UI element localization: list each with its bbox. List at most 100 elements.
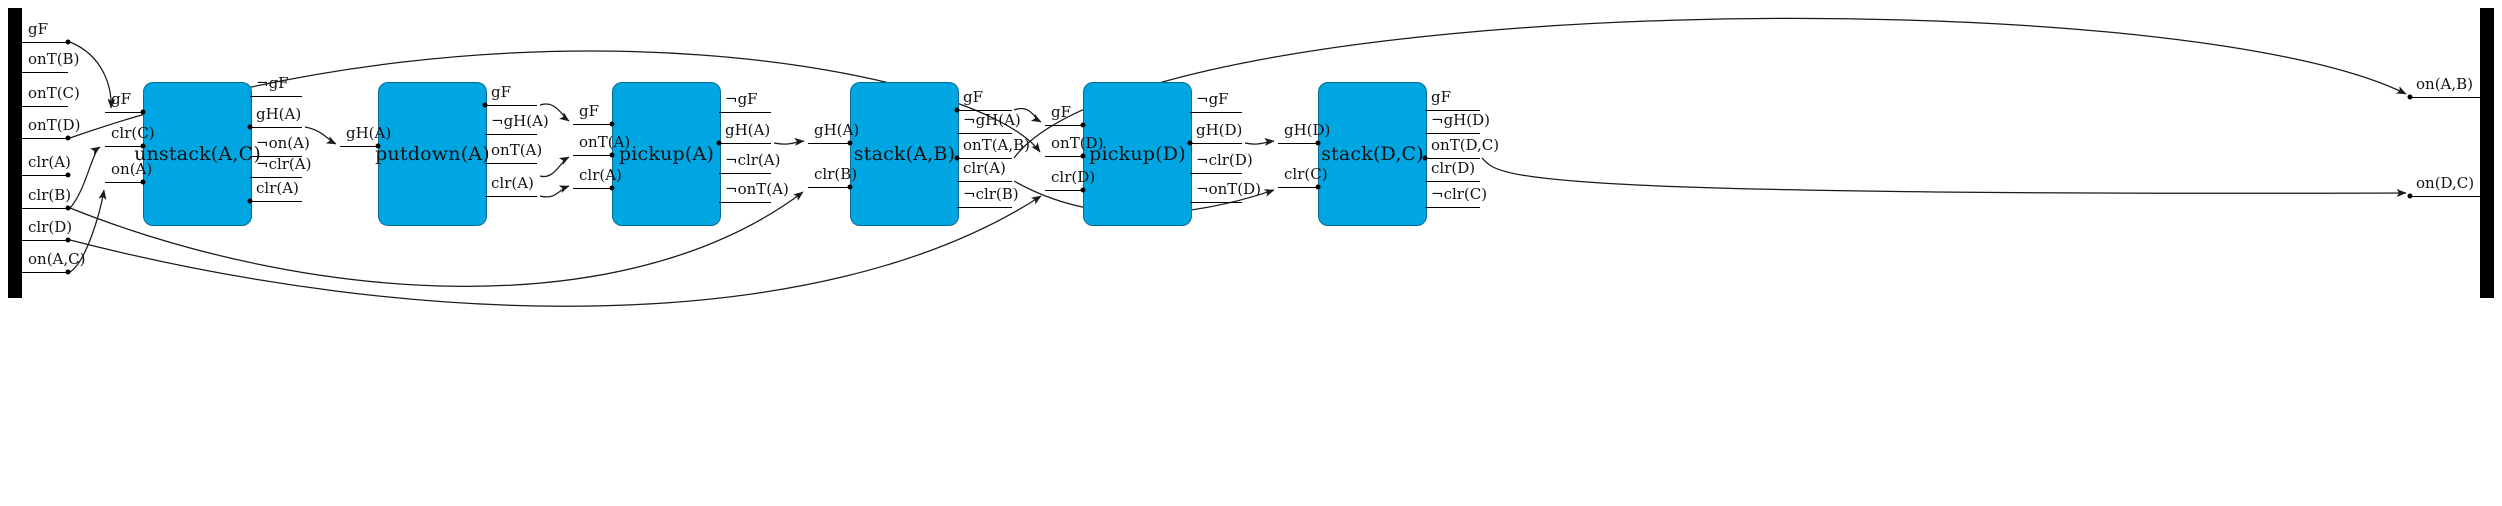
pickupd-precond-2-port-line [1045, 190, 1083, 191]
pickup-precond-0-label: gF [579, 102, 600, 120]
action-node-stackab[interactable]: stack(A,B) [850, 82, 959, 226]
init-fact-5-port-line [22, 208, 68, 209]
stackdc-precond-1-terminal-dot [1315, 184, 1321, 190]
pickup-precond-1-port-line [573, 155, 612, 156]
init-fact-6-label: clr(D) [28, 218, 73, 236]
stackdc-effect-1-port-line [1425, 133, 1480, 134]
unstack-precond-0-label: gF [111, 90, 132, 108]
unstack-precond-1-label: clr(C) [111, 124, 155, 142]
putdown-effect-1-label: ¬gH(A) [491, 112, 549, 130]
init-fact-4-terminal-dot [65, 172, 71, 178]
goal-fact-1-terminal-dot [2407, 193, 2413, 199]
stackab-effect-0-port-line [957, 110, 1012, 111]
init-fact-0-label: gF [28, 20, 49, 38]
action-node-pickupd[interactable]: pickup(D) [1083, 82, 1192, 226]
pickupd-effect-0-port-line [1190, 112, 1242, 113]
stackab-effect-1-label: ¬gH(A) [963, 111, 1021, 129]
pickupd-effect-2-port-line [1190, 173, 1242, 174]
stackdc-precond-0-label: gH(D) [1284, 121, 1331, 139]
link-init-onTD-pickupD [69, 50, 1041, 153]
pickupd-effect-3-label: ¬onT(D) [1196, 180, 1261, 198]
action-label-stackdc: stack(D,C) [1321, 143, 1424, 165]
link-init-clrD-pickupD [69, 195, 1042, 307]
init-fact-6-port-line [22, 240, 68, 241]
link-init-clrB-stackAB [69, 191, 804, 287]
stackab-precond-0-terminal-dot [847, 140, 853, 146]
link-pickupA-gHA-stackAB [773, 137, 805, 146]
goal-fact-0-label: on(A,B) [2416, 75, 2474, 93]
stackdc-precond-0-terminal-dot [1315, 140, 1321, 146]
pickupd-precond-2-terminal-dot [1080, 187, 1086, 193]
pickup-effect-1-label: gH(A) [725, 121, 771, 139]
pickup-precond-2-terminal-dot [609, 185, 615, 191]
action-node-pickup[interactable]: pickup(A) [612, 82, 721, 226]
action-node-putdown[interactable]: putdown(A) [375, 82, 490, 226]
pickupd-precond-0-port-line [1045, 125, 1083, 126]
stackab-precond-1-terminal-dot [847, 184, 853, 190]
stackab-effect-3-label: clr(A) [963, 159, 1006, 177]
init-fact-1-port-line [22, 72, 68, 73]
unstack-effect-2-label: ¬on(A) [256, 134, 310, 152]
stackab-effect-0-terminal-dot [954, 107, 960, 113]
stackdc-precond-0-port-line [1278, 143, 1318, 144]
pickupd-effect-0-label: ¬gF [1196, 90, 1229, 108]
pickupd-precond-2-label: clr(D) [1051, 168, 1096, 186]
unstack-effect-4-port-line [250, 201, 302, 202]
stackdc-effect-4-port-line [1425, 207, 1480, 208]
stackdc-effect-2-port-line [1425, 158, 1480, 159]
pickup-precond-1-terminal-dot [609, 152, 615, 158]
stackdc-effect-0-label: gF [1431, 88, 1452, 106]
stackab-effect-3-port-line [957, 181, 1012, 182]
link-pickupD-gHD-stackDC [1244, 137, 1275, 146]
putdown-effect-0-label: gF [491, 83, 512, 101]
unstack-precond-0-terminal-dot [140, 109, 146, 115]
putdown-precond-0-label: gH(A) [346, 124, 392, 142]
pickup-precond-0-terminal-dot [609, 121, 615, 127]
goal-fact-0-port-line [2410, 97, 2480, 98]
action-node-unstack[interactable]: unstack(A,C) [134, 82, 261, 226]
stackdc-effect-3-port-line [1425, 181, 1480, 182]
stackab-effect-2-label: onT(A,B) [963, 136, 1031, 154]
stackab-precond-0-port-line [808, 143, 850, 144]
unstack-effect-4-label: clr(A) [256, 179, 299, 197]
unstack-effect-3-label: ¬clr(A) [256, 155, 312, 173]
goal-fact-1-label: on(D,C) [2416, 174, 2475, 192]
pickup-precond-2-port-line [573, 188, 612, 189]
pickup-precond-2-label: clr(A) [579, 166, 622, 184]
unstack-effect-3-port-line [250, 177, 302, 178]
unstack-precond-0-port-line [105, 112, 143, 113]
init-fact-7-terminal-dot [65, 269, 71, 275]
pickupd-effect-1-label: gH(D) [1196, 121, 1243, 139]
action-label-pickupd: pickup(D) [1089, 143, 1186, 165]
pickup-effect-3-port-line [719, 202, 771, 203]
stackdc-effect-0-port-line [1425, 110, 1480, 111]
init-fact-4-port-line [22, 175, 68, 176]
pickup-precond-0-port-line [573, 124, 612, 125]
stackab-effect-2-terminal-dot [954, 155, 960, 161]
putdown-effect-2-port-line [485, 163, 537, 164]
unstack-precond-2-terminal-dot [140, 179, 146, 185]
action-label-putdown: putdown(A) [375, 143, 490, 165]
init-fact-3-terminal-dot [65, 135, 71, 141]
putdown-precond-0-port-line [340, 146, 378, 147]
pickupd-precond-1-port-line [1045, 156, 1083, 157]
pickupd-precond-0-label: gF [1051, 103, 1072, 121]
action-label-unstack: unstack(A,C) [134, 143, 261, 165]
pickupd-effect-1-port-line [1190, 143, 1242, 144]
putdown-effect-0-terminal-dot [482, 102, 488, 108]
goal-fact-1-port-line [2410, 196, 2480, 197]
link-init-onAC-unstack [69, 189, 107, 273]
init-fact-4-label: clr(A) [28, 153, 71, 171]
link-stackAB-gF-pickupD [1013, 108, 1042, 123]
unstack-precond-2-label: on(A) [111, 160, 153, 178]
putdown-effect-3-port-line [485, 196, 537, 197]
pickup-effect-2-port-line [719, 173, 771, 174]
action-node-stackdc[interactable]: stack(D,C) [1318, 82, 1427, 226]
unstack-precond-1-terminal-dot [140, 143, 146, 149]
action-label-stackab: stack(A,B) [853, 143, 956, 165]
link-putdown-onTA-pickup [539, 156, 570, 178]
pickup-effect-0-port-line [719, 112, 771, 113]
pickup-effect-1-terminal-dot [716, 140, 722, 146]
